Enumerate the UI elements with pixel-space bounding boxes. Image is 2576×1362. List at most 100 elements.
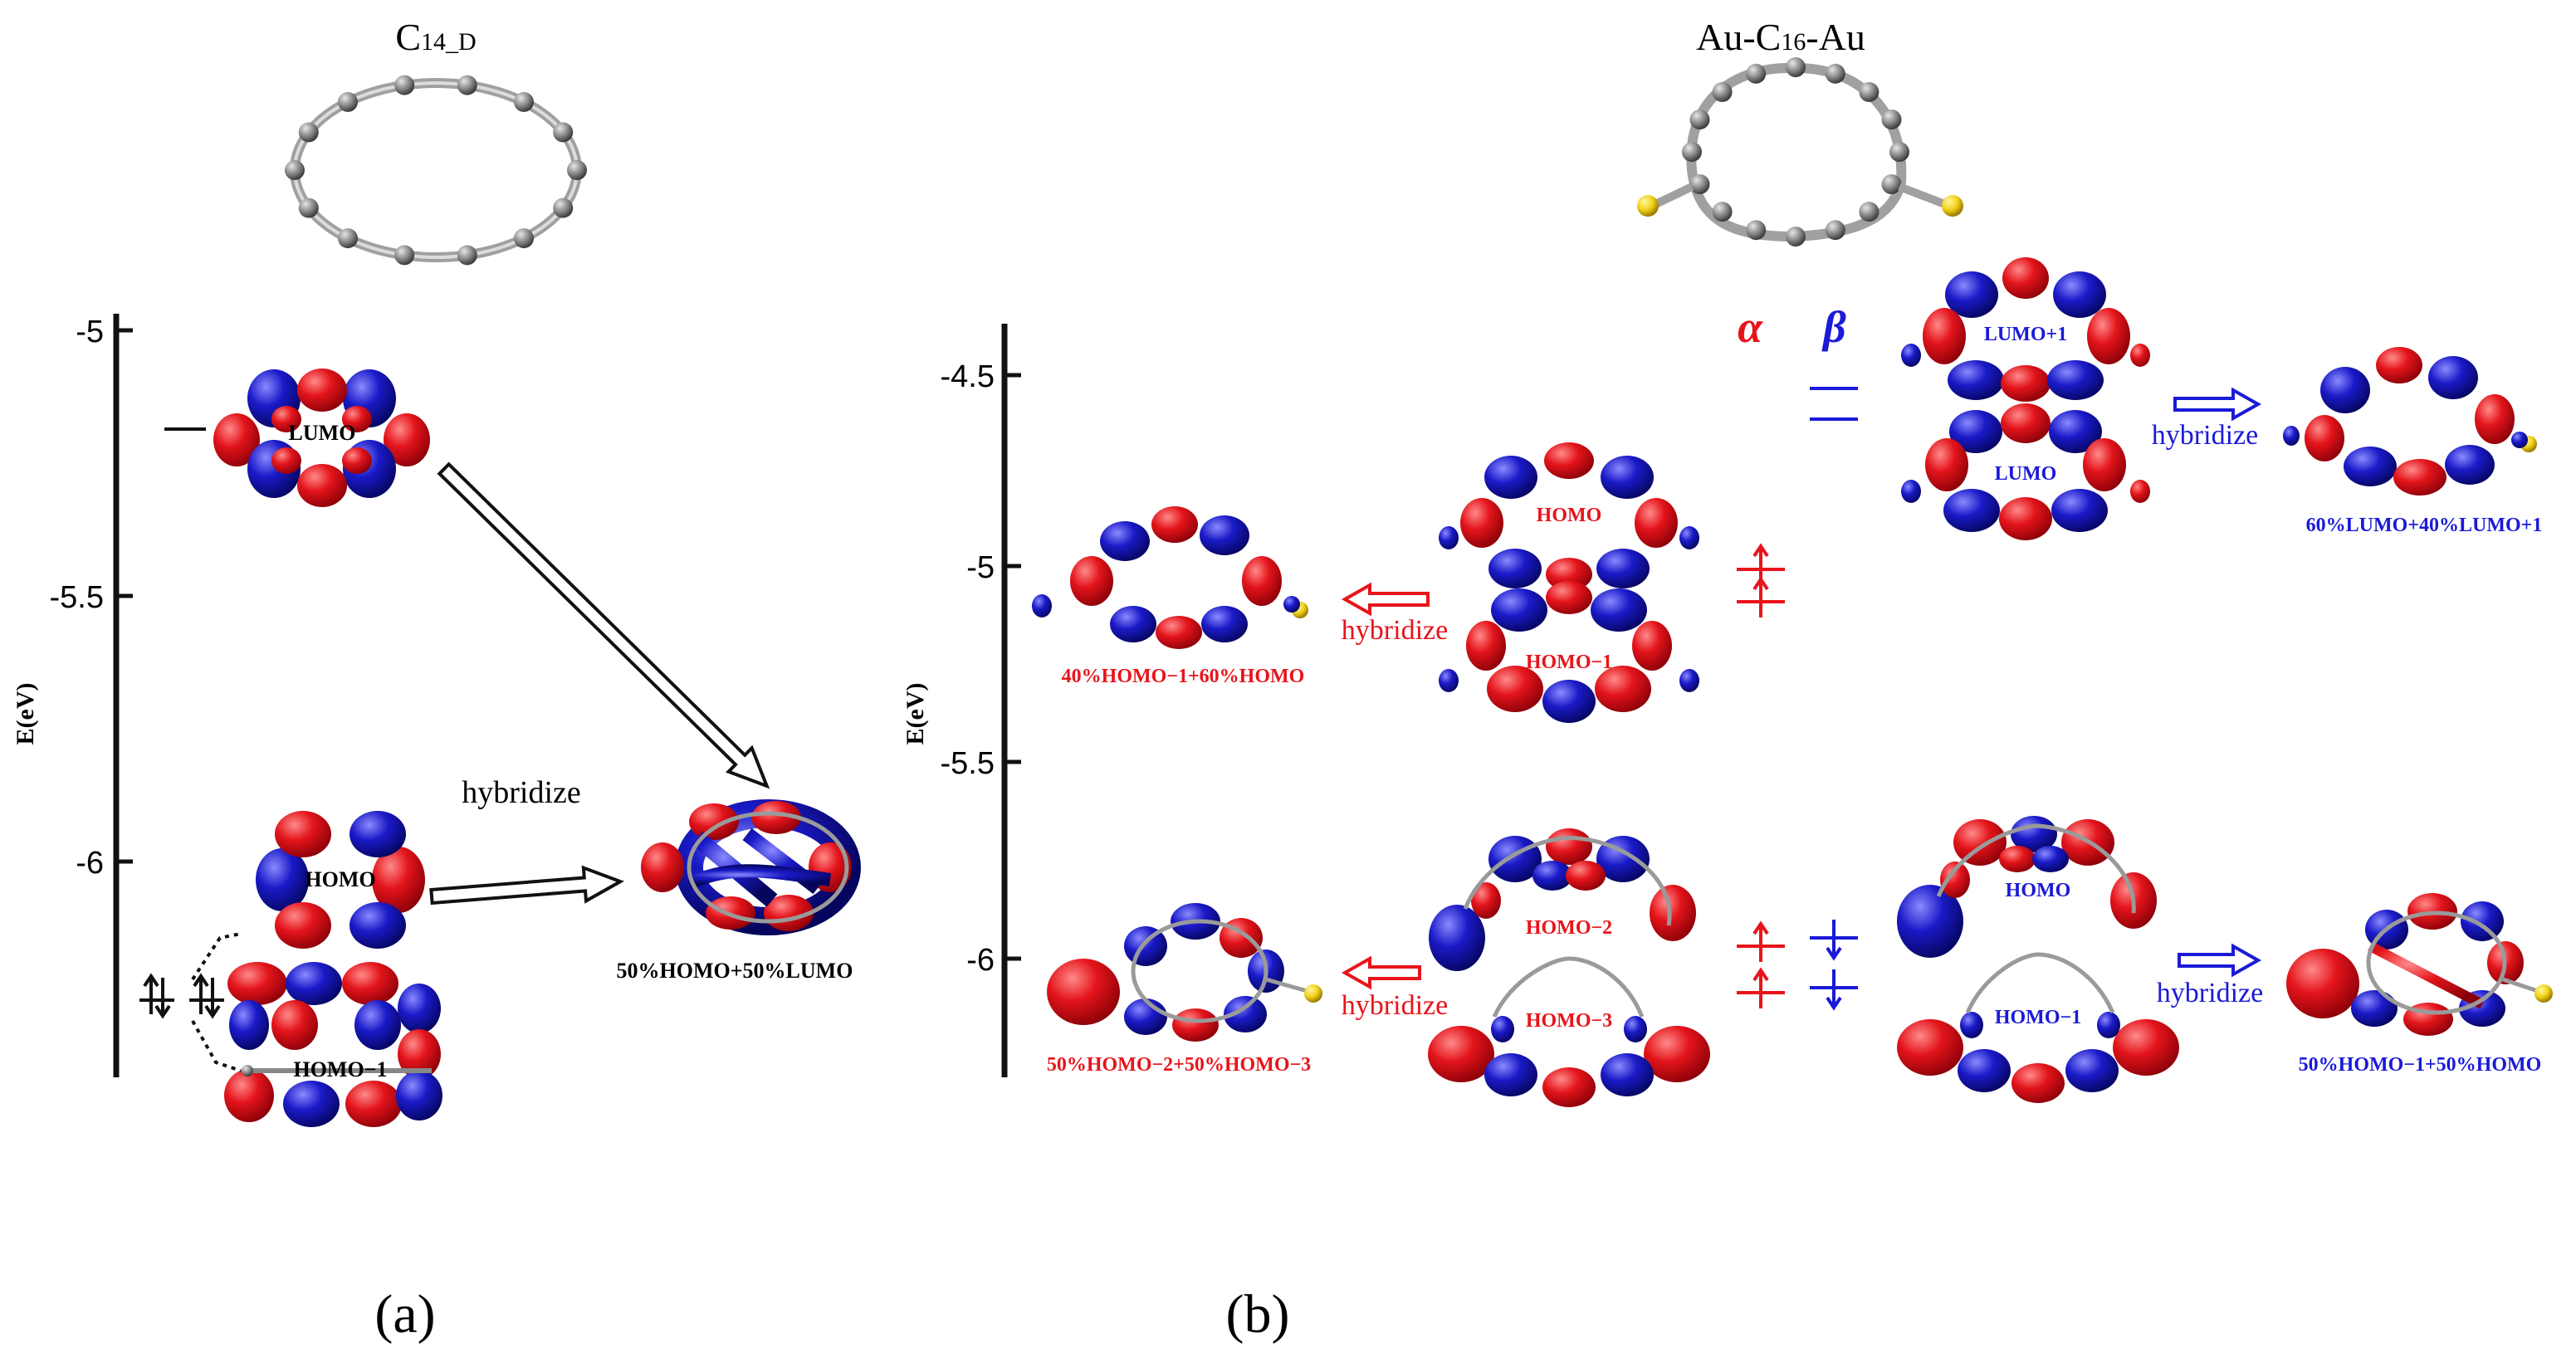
result-beta-lumo: 60%LUMO+40%LUMO+1: [2306, 515, 2543, 536]
carbon-atom: [457, 75, 477, 95]
hybrid-orbital-a: [641, 799, 861, 935]
svg-text:-6: -6: [966, 943, 995, 978]
carbon-atom: [567, 160, 587, 180]
homo-orbital-alpha: HOMO: [1439, 442, 1699, 591]
tick-b-3: -5.5: [941, 746, 1021, 781]
hybridize-label-beta-lumo: hybridize: [2152, 420, 2258, 451]
carbon-atom: [1889, 142, 1909, 162]
arrow-beta-lumo-hybrid: [2173, 387, 2262, 422]
c14-ring-molecule: [285, 75, 587, 266]
result-beta-low: 50%HOMO−1+50%HOMO: [2299, 1054, 2542, 1076]
carbon-atom: [1689, 110, 1710, 129]
hybridize-label-alpha-homo: hybridize: [1342, 615, 1448, 646]
au-c16-au-molecule: [1637, 57, 1963, 247]
carbon-atom: [1859, 202, 1879, 222]
carbon-atom: [338, 228, 358, 249]
carbon-atom: [1689, 174, 1710, 194]
homo-1-orbital-a: HOMO−1: [224, 962, 442, 1127]
homo-orbital-a: HOMO: [256, 811, 425, 949]
carbon-atom: [1746, 63, 1767, 84]
svg-text:-4.5: -4.5: [941, 359, 995, 394]
arrow-homo-to-hybrid-a: [429, 865, 625, 906]
alpha-label: α: [1738, 302, 1763, 352]
axis-label-a: E(eV): [12, 683, 39, 745]
tick-b-4: -6: [966, 943, 1021, 978]
tick-a-1: -5: [76, 315, 133, 349]
carbon-atom: [298, 122, 319, 143]
carbon-atom: [1786, 227, 1806, 247]
tick-a-3: -6: [76, 846, 133, 881]
carbon-atom: [457, 245, 477, 266]
homo-label-alpha: HOMO: [1537, 505, 1602, 526]
hybridize-label-a: hybridize: [462, 775, 581, 810]
homo-2-label-alpha: HOMO−2: [1526, 917, 1612, 939]
panel-b: Au-C16-Au -4.5 -5 -5.5 -6 E(eV): [902, 16, 2553, 1345]
caption-a: (a): [374, 1284, 435, 1345]
hybrid-result-label-a: 50%HOMO+50%LUMO: [617, 959, 853, 983]
homo-orbital-beta: HOMO: [1897, 816, 2157, 958]
homo-1-orbital-alpha: HOMO−1: [1439, 581, 1699, 723]
lumo-orbital-b: LUMO: [1901, 403, 2150, 540]
carbon-atom: [1746, 220, 1767, 241]
electron-pairs-a: [139, 932, 242, 1072]
hybrid-alpha-low-orbital: [1047, 903, 1322, 1042]
gold-atom-left: [1637, 195, 1659, 217]
homo-1-orbital-beta: HOMO−1: [1897, 952, 2179, 1103]
lumo-label-b: LUMO: [1995, 463, 2057, 485]
lumo-orbital-a: LUMO: [213, 369, 430, 507]
carbon-atom: [1786, 57, 1806, 77]
panel-b-title: Au-C16-Au: [1696, 16, 1865, 58]
carbon-atom: [338, 91, 358, 112]
homo-1-label-beta: HOMO−1: [1995, 1007, 2081, 1028]
caption-b: (b): [1226, 1284, 1290, 1345]
homo-1-label-a: HOMO−1: [293, 1057, 387, 1081]
hybrid-alpha-homo-orbital: [1032, 506, 1308, 649]
carbon-atom: [1712, 81, 1733, 102]
hybrid-beta-low-orbital: [2286, 893, 2553, 1036]
svg-text:-5: -5: [966, 550, 995, 585]
carbon-atom: [514, 91, 534, 112]
carbon-atom: [553, 122, 574, 143]
arrow-alpha-low-hybrid: [1341, 955, 1421, 990]
svg-text:-5.5: -5.5: [941, 746, 995, 781]
homo-3-orbital-alpha: HOMO−3: [1428, 956, 1710, 1107]
arrow-lumo-to-hybrid-a: [437, 461, 770, 789]
carbon-atom: [1859, 81, 1879, 102]
homo-label-beta: HOMO: [2006, 880, 2071, 901]
homo-3-label-alpha: HOMO−3: [1526, 1010, 1612, 1032]
lumo1-label-b: LUMO+1: [1984, 324, 2067, 345]
svg-text:-5: -5: [76, 315, 104, 349]
hybrid-beta-lumo-orbital: [2283, 347, 2537, 495]
carbon-atom: [1881, 110, 1902, 129]
carbon-atom: [1712, 202, 1733, 222]
alpha-electrons-lower: [1737, 920, 1785, 1008]
lumo-label-a: LUMO: [289, 421, 356, 445]
carbon-atom: [1682, 142, 1702, 162]
hybridize-label-alpha-low: hybridize: [1342, 990, 1448, 1021]
hybridize-label-beta-low: hybridize: [2157, 978, 2263, 1008]
svg-text:-6: -6: [76, 846, 104, 881]
tick-b-2: -5: [966, 550, 1021, 585]
carbon-atom: [514, 228, 534, 249]
panel-a-title: C14_D: [395, 16, 476, 58]
carbon-atom: [1825, 220, 1845, 241]
tick-a-2: -5.5: [50, 580, 133, 615]
axis-label-b: E(eV): [902, 683, 929, 745]
arrow-alpha-homo-hybrid: [1341, 582, 1430, 617]
homo-2-orbital-alpha: HOMO−2: [1429, 828, 1696, 971]
lumo1-orbital-b: LUMO+1: [1901, 257, 2150, 402]
carbon-atom: [285, 160, 305, 180]
beta-electrons-lower: [1810, 920, 1858, 1011]
carbon-atom: [298, 198, 319, 218]
alpha-electrons-upper: [1737, 543, 1785, 618]
svg-text:-5.5: -5.5: [50, 580, 104, 615]
result-alpha-low: 50%HOMO−2+50%HOMO−3: [1047, 1054, 1311, 1076]
beta-label: β: [1821, 302, 1846, 352]
panel-a: C14_D -5 -5.5 -6 E(eV): [12, 16, 861, 1345]
homo-1-label-alpha: HOMO−1: [1526, 652, 1612, 673]
carbon-atom: [394, 245, 415, 266]
tick-b-1: -4.5: [941, 359, 1021, 394]
carbon-atom: [394, 75, 415, 95]
carbon-atom: [1881, 174, 1902, 194]
